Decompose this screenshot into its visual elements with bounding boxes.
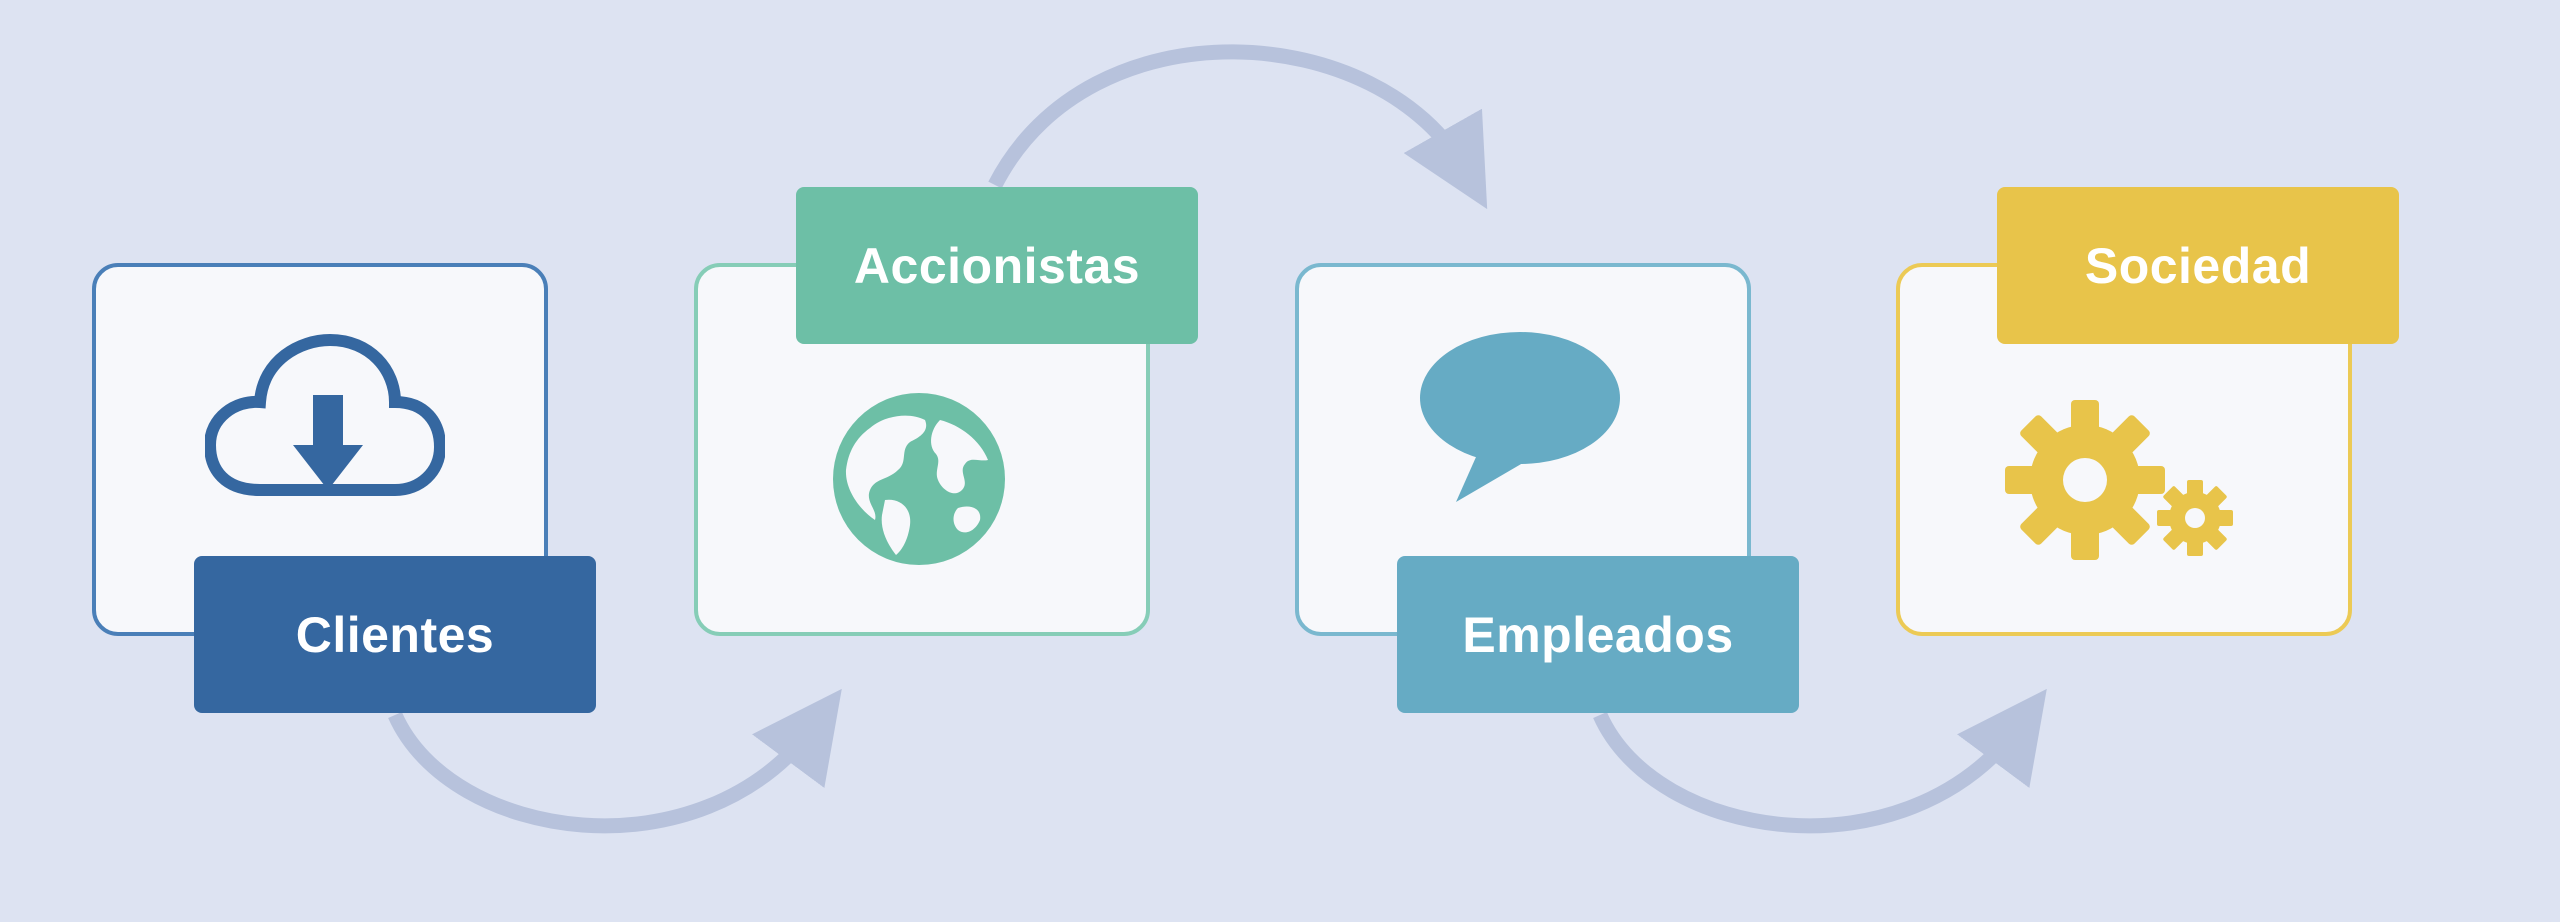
cloud-download-icon — [205, 333, 445, 496]
arrow-clientes-to-accionistas — [388, 688, 842, 834]
arrow-empleados-to-sociedad — [1593, 688, 2047, 834]
arrow-accionistas-to-empleados — [988, 44, 1488, 210]
globe-icon — [833, 393, 1005, 565]
speech-bubble-icon — [1420, 332, 1620, 502]
label-clientes: Clientes — [194, 556, 596, 713]
label-sociedad: Sociedad — [1997, 187, 2399, 344]
gears-icon — [2005, 400, 2233, 560]
label-accionistas: Accionistas — [796, 187, 1198, 344]
label-empleados: Empleados — [1397, 556, 1799, 713]
